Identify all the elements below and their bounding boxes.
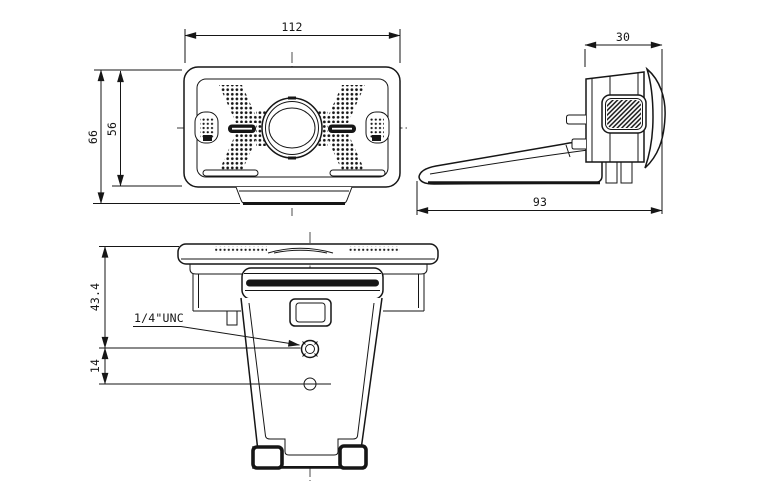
front-bottom-left-slot [202, 169, 259, 177]
dim-side-length: 93 [416, 181, 663, 215]
front-bottom-right-slot [329, 169, 386, 177]
side-view: 30 93 [416, 30, 666, 215]
dim-label-66: 66 [86, 130, 100, 144]
dim-front-overall-height: 66 [86, 69, 240, 205]
left-indicator-slot-highlight [232, 127, 252, 130]
dim-label-43.4: 43.4 [88, 283, 102, 312]
thread-callout: 1/4"UNC [133, 311, 301, 347]
right-speaker-grille [318, 85, 365, 171]
dim-bottom-mount-height: 43.4 [88, 245, 179, 349]
dim-side-depth: 30 [584, 30, 663, 214]
side-back-cover [644, 66, 666, 169]
bottom-vent-dots-right [348, 246, 400, 253]
right-mic-pod [365, 111, 390, 144]
left-speaker-grille [219, 85, 266, 171]
dim-bottom-hole-offset: 14 [88, 347, 331, 385]
bottom-left-tab [226, 310, 238, 326]
dim-label-112: 112 [281, 20, 302, 34]
left-mic-pod [194, 111, 219, 144]
bottom-hinge-button [289, 298, 332, 327]
side-front-tab [566, 114, 586, 125]
bottom-right-foot [338, 444, 368, 470]
dim-label-93: 93 [533, 195, 547, 209]
front-view: 112 66 56 [86, 20, 407, 216]
side-front-tab-lower [571, 138, 586, 150]
right-indicator-slot-highlight [332, 127, 352, 130]
bottom-lens-arc [267, 247, 334, 254]
side-head [566, 66, 666, 169]
dim-label-14: 14 [88, 359, 102, 373]
bottom-left-foot [251, 445, 284, 470]
dim-label-30: 30 [616, 30, 630, 44]
dim-front-width: 112 [184, 20, 401, 63]
tripod-thread-hole [300, 339, 320, 359]
bottom-view: 43.4 14 1/4"UNC [88, 232, 439, 481]
dim-front-body-height: 56 [105, 70, 182, 187]
bottom-clip-box [241, 267, 384, 300]
dim-label-56: 56 [105, 122, 119, 136]
side-base [418, 141, 603, 185]
camera-lens [261, 96, 323, 160]
bottom-body-bar [177, 243, 439, 265]
side-vent-grille [601, 94, 647, 134]
thread-callout-label: 1/4"UNC [134, 311, 184, 325]
front-foot [235, 186, 353, 205]
bottom-vent-dots-left [215, 246, 267, 253]
